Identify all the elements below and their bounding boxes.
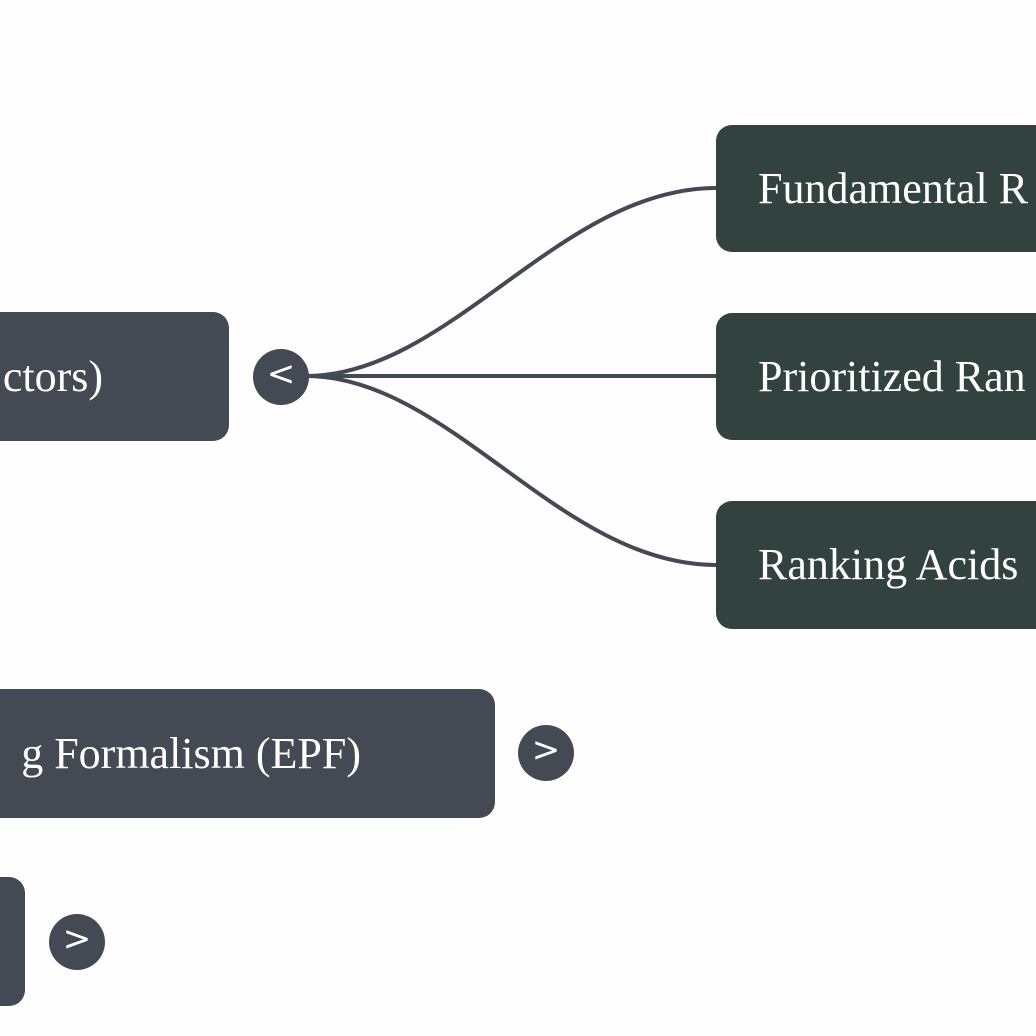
expand-toggle-epf[interactable]: > (518, 725, 574, 781)
epf-node[interactable]: g Formalism (EPF) (0, 689, 495, 818)
child-node-prioritized[interactable]: Prioritized Ran (716, 313, 1036, 440)
epf-node-label: g Formalism (EPF) (21, 728, 361, 778)
child-node-label: Ranking Acids (758, 540, 1019, 589)
child-node-fundamental[interactable]: Fundamental R (716, 125, 1036, 252)
child-node-label: Fundamental R (758, 163, 1029, 213)
parent-node-label: ctors) (2, 351, 103, 401)
expand-toggle-bottom[interactable]: > (49, 914, 105, 970)
expand-icon: > (62, 919, 92, 959)
connector-ranking (305, 374, 717, 567)
expand-icon: > (531, 730, 561, 770)
collapse-icon: < (266, 354, 296, 394)
child-node-ranking[interactable]: Ranking Acids (716, 501, 1036, 629)
parent-node[interactable]: ctors) (0, 312, 229, 441)
child-node-label: Prioritized Ran (758, 351, 1026, 401)
collapse-toggle[interactable]: < (253, 349, 309, 405)
bottom-node[interactable] (0, 877, 25, 1006)
connector-fundamental (305, 186, 717, 378)
